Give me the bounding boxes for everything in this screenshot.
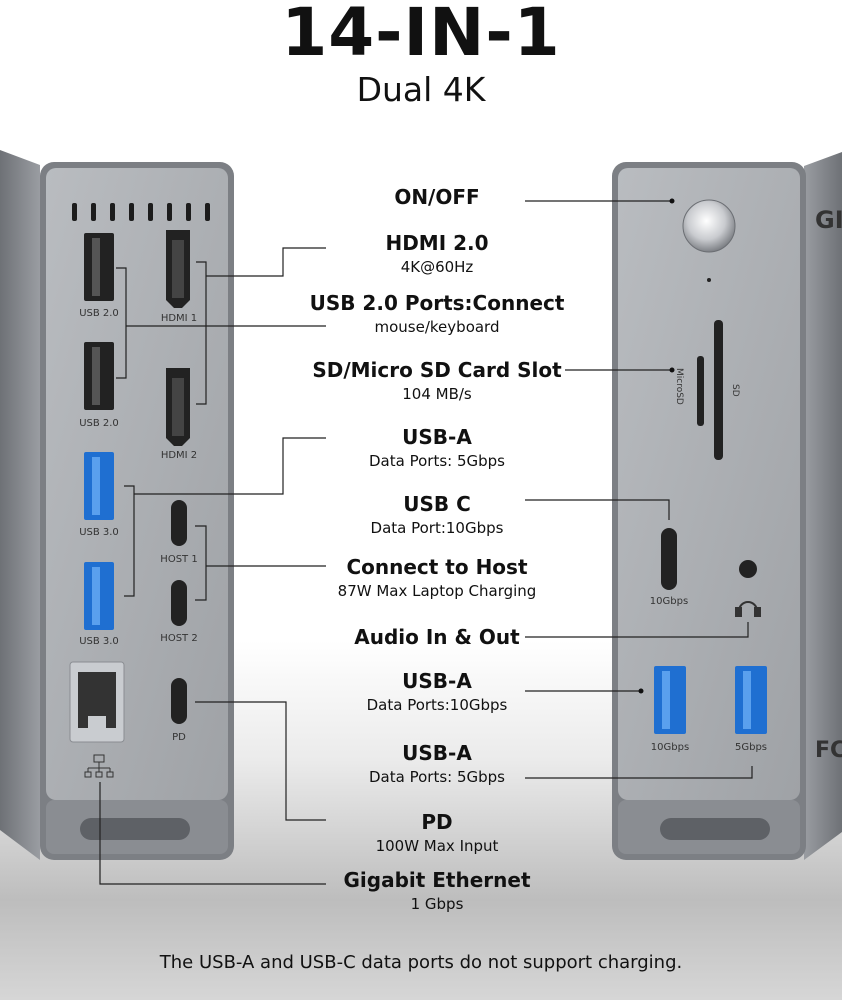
hdmi2-label: HDMI 2 <box>160 450 198 461</box>
callout-hdmi: HDMI 2.0 4K@60Hz <box>317 230 557 278</box>
usb3-port-1 <box>84 452 114 520</box>
right-device <box>612 152 842 860</box>
ethernet-icon <box>84 754 114 778</box>
usba-port-5gbps <box>735 666 767 734</box>
callout-detail: 1 Gbps <box>410 895 464 913</box>
hdmi1-label: HDMI 1 <box>160 313 198 324</box>
usbc-speed-label: 10Gbps <box>649 596 689 607</box>
leader-lines <box>99 247 326 885</box>
callout-heading: USB-A <box>402 425 472 449</box>
sd-slot <box>714 320 723 460</box>
usb30-label-2: USB 3.0 <box>79 636 119 647</box>
callout-heading: USB C <box>403 492 471 516</box>
usba-port-10gbps <box>654 666 686 734</box>
usb30-label-1: USB 3.0 <box>79 527 119 538</box>
microsd-label: MicroSD <box>674 368 684 405</box>
usb2-port-2 <box>84 342 114 410</box>
callout-detail: Data Port:10Gbps <box>370 519 504 537</box>
callout-detail: Data Ports: 5Gbps <box>369 452 505 470</box>
callout-heading: SD/Micro SD Card Slot <box>312 358 562 382</box>
power-button-icon <box>682 199 736 253</box>
sd-label: SD <box>730 384 740 397</box>
callout-ethernet: Gigabit Ethernet 1 Gbps <box>317 867 557 915</box>
callout-detail: 87W Max Laptop Charging <box>337 582 537 600</box>
callout-heading: HDMI 2.0 <box>385 231 489 255</box>
callout-heading: USB-A <box>402 669 472 693</box>
ethernet-port <box>69 661 125 743</box>
left-device <box>0 150 234 860</box>
callout-audio: Audio In & Out <box>317 624 557 650</box>
callout-detail: Data Ports: 5Gbps <box>369 768 505 786</box>
footnote: The USB-A and USB-C data ports do not su… <box>159 952 683 973</box>
hdmi-port-2 <box>166 368 190 446</box>
callout-heading: USB 2.0 Ports:Connect <box>309 291 565 315</box>
usb2-port-1 <box>84 233 114 301</box>
callout-heading: Gigabit Ethernet <box>343 868 531 892</box>
usba-fast-label: 10Gbps <box>650 742 690 753</box>
callout-detail: 4K@60Hz <box>400 258 474 276</box>
callout-detail: 104 MB/s <box>402 385 472 403</box>
usb3-port-2 <box>84 562 114 630</box>
callout-heading: Audio In & Out <box>354 625 520 649</box>
brand-mark: GI <box>815 206 842 234</box>
callout-usb2: USB 2.0 Ports:Connect mouse/keyboard <box>287 290 587 338</box>
callout-usbc: USB C Data Port:10Gbps <box>317 491 557 539</box>
headphone-icon <box>735 601 761 617</box>
callout-usba-5gbps-left: USB-A Data Ports: 5Gbps <box>317 424 557 472</box>
callout-heading: USB-A <box>402 741 472 765</box>
callout-usba-10gbps: USB-A Data Ports:10Gbps <box>317 668 557 716</box>
callout-power: ON/OFF <box>337 184 537 210</box>
usbc-data-port <box>661 528 677 590</box>
callout-detail: 100W Max Input <box>375 837 499 855</box>
pd-label: PD <box>172 732 186 743</box>
page-title: 14-IN-1 <box>281 0 561 71</box>
usb20-label-1: USB 2.0 <box>79 308 119 319</box>
host2-label: HOST 2 <box>160 633 198 644</box>
callout-heading: ON/OFF <box>394 185 480 209</box>
callout-pd: PD 100W Max Input <box>317 809 557 857</box>
callout-usba-5gbps-right: USB-A Data Ports: 5Gbps <box>317 740 557 788</box>
callout-detail: Data Ports:10Gbps <box>366 696 508 714</box>
hdmi-port-1 <box>166 230 190 308</box>
callout-sd: SD/Micro SD Card Slot 104 MB/s <box>287 357 587 405</box>
callout-heading: Connect to Host <box>346 555 528 579</box>
usb20-label-2: USB 2.0 <box>79 418 119 429</box>
callout-heading: PD <box>421 810 453 834</box>
page-subtitle: Dual 4K <box>356 70 486 109</box>
fcc-mark: FC <box>815 738 842 763</box>
usbc-host-port-2 <box>171 580 187 626</box>
usba-slow-label: 5Gbps <box>734 742 768 753</box>
callout-host: Connect to Host 87W Max Laptop Charging <box>302 554 572 602</box>
vent-slots <box>72 203 210 221</box>
audio-jack <box>739 560 757 578</box>
usbc-host-port-1 <box>171 500 187 546</box>
microsd-slot <box>697 356 704 426</box>
usbc-pd-port <box>171 678 187 724</box>
callout-detail: mouse/keyboard <box>374 318 500 336</box>
host1-label: HOST 1 <box>160 554 198 565</box>
